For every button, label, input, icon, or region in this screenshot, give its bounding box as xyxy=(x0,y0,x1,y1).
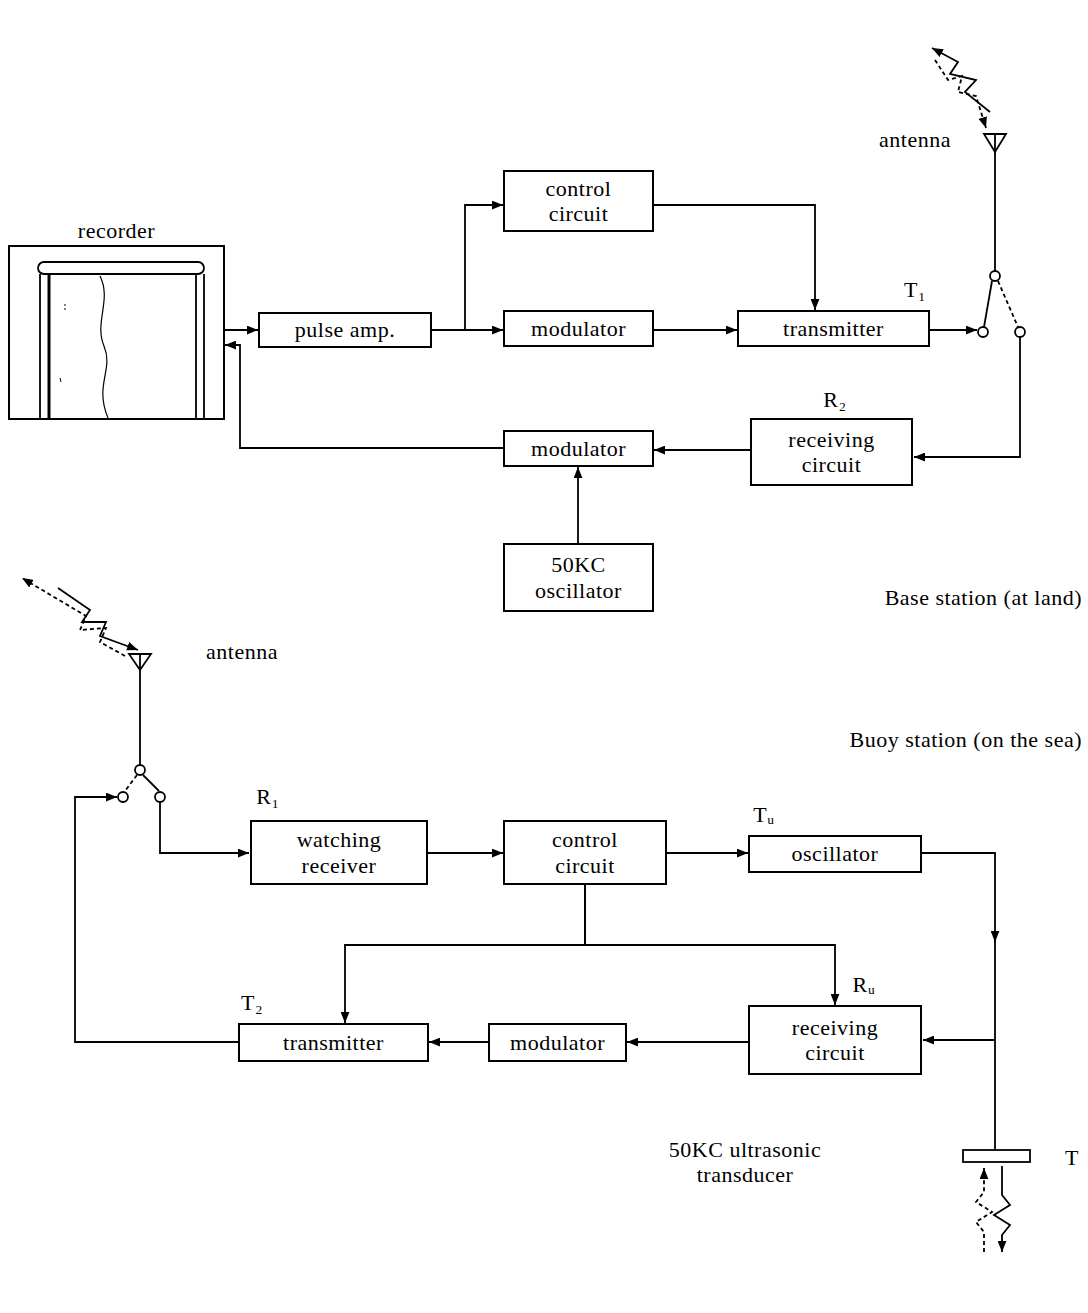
signal-label: T₁ xyxy=(904,277,926,302)
box-text: recorder xyxy=(78,218,155,243)
box-text: control circuit xyxy=(519,176,639,227)
box-text: modulator xyxy=(510,1030,605,1055)
signal-label: R₂ xyxy=(823,387,846,412)
antenna-label: antenna xyxy=(206,639,278,664)
part-label: 50KC ultrasonic transducer xyxy=(630,1137,860,1188)
box-text: 50KC oscillator xyxy=(519,552,639,603)
process-box: watching receiver xyxy=(250,820,428,885)
base-antenna-switch xyxy=(914,48,1025,457)
process-box: control circuit xyxy=(503,170,654,232)
process-box: transmitter xyxy=(737,310,930,347)
box-text: watching receiver xyxy=(274,827,404,878)
box-text: receiving circuit xyxy=(772,427,892,478)
box-text: modulator xyxy=(531,316,626,341)
box-text: control circuit xyxy=(525,827,645,878)
box-text: modulator xyxy=(531,436,626,461)
signal-connector xyxy=(345,885,585,1023)
process-box: modulator xyxy=(503,310,654,347)
signal-connector xyxy=(429,1041,488,1043)
process-box: control circuit xyxy=(503,820,667,885)
transducer-wiring xyxy=(922,853,1030,1252)
transducer-symbol xyxy=(963,1150,1030,1162)
station-label: Buoy station (on the sea) xyxy=(850,727,1082,752)
signal-connector xyxy=(654,329,737,331)
signal-connector xyxy=(432,205,503,330)
box-text: transmitter xyxy=(283,1030,384,1055)
station-label: Base station (at land) xyxy=(885,585,1082,610)
box-text: oscillator xyxy=(792,841,879,866)
box-text: pulse amp. xyxy=(295,317,395,342)
signal-connector xyxy=(432,329,503,331)
recorder-illustration xyxy=(38,262,204,418)
process-box: oscillator xyxy=(748,835,922,873)
signal-connector xyxy=(654,205,815,310)
callout-letter: T xyxy=(1065,1145,1079,1170)
process-box: transmitter xyxy=(238,1023,429,1062)
process-box: pulse amp. xyxy=(258,312,432,348)
signal-connector xyxy=(654,449,750,451)
signal-label: Rᵤ xyxy=(853,972,876,997)
process-box: 50KC oscillator xyxy=(503,543,654,612)
signal-label: R₁ xyxy=(256,784,279,809)
recorder-box: recorder xyxy=(8,245,225,420)
box-text: receiving circuit xyxy=(775,1015,895,1066)
signal-label: T₂ xyxy=(241,990,263,1015)
process-box: modulator xyxy=(488,1023,627,1062)
signal-connector xyxy=(577,467,579,543)
process-box: receiving circuit xyxy=(748,1005,922,1075)
box-text: transmitter xyxy=(783,316,884,341)
signal-label: Tᵤ xyxy=(753,802,775,827)
process-box: modulator xyxy=(503,430,654,467)
signal-connector xyxy=(627,1041,748,1043)
signal-connector xyxy=(585,885,835,1005)
signal-connector xyxy=(225,345,503,448)
signal-connector xyxy=(667,852,748,854)
antenna-label: antenna xyxy=(879,127,951,152)
process-box: receiving circuit xyxy=(750,418,913,486)
signal-connector xyxy=(428,852,503,854)
signal-connector xyxy=(225,329,258,331)
